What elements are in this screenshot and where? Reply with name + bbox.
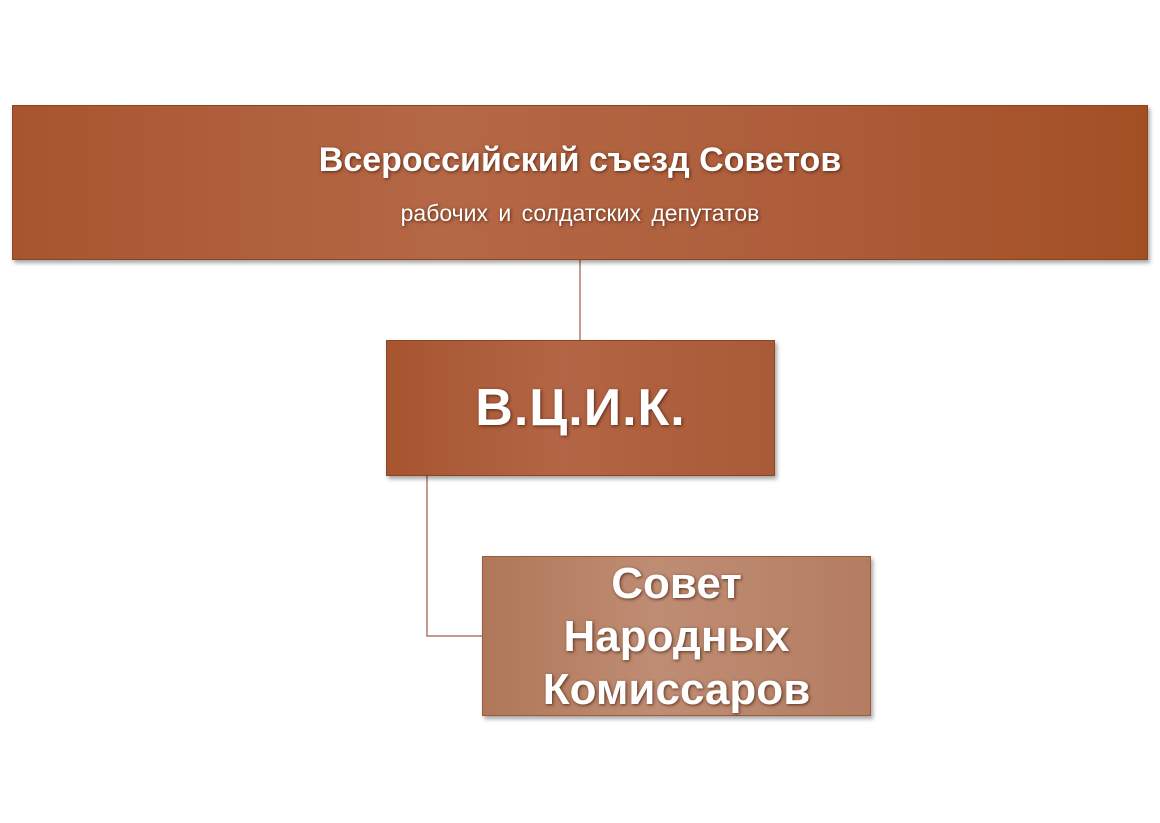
node-sovnarkom-line-2: Народных [563, 611, 790, 661]
node-congress-title: Всероссийский съезд Советов [318, 140, 842, 179]
node-congress-subtitle: рабочих и солдатских депутатов [400, 199, 760, 226]
node-vtsik-title: В.Ц.И.К. [475, 379, 686, 437]
connector-vtsik-sovnarkom [426, 476, 482, 637]
node-sovnarkom-line-1: Совет [611, 558, 742, 608]
node-sovnarkom: Совет Народных Комиссаров [482, 556, 871, 716]
node-sovnarkom-line-3: Комиссаров [542, 664, 811, 714]
node-congress: Всероссийский съезд Советов рабочих и со… [12, 105, 1148, 260]
node-vtsik: В.Ц.И.К. [386, 340, 775, 476]
